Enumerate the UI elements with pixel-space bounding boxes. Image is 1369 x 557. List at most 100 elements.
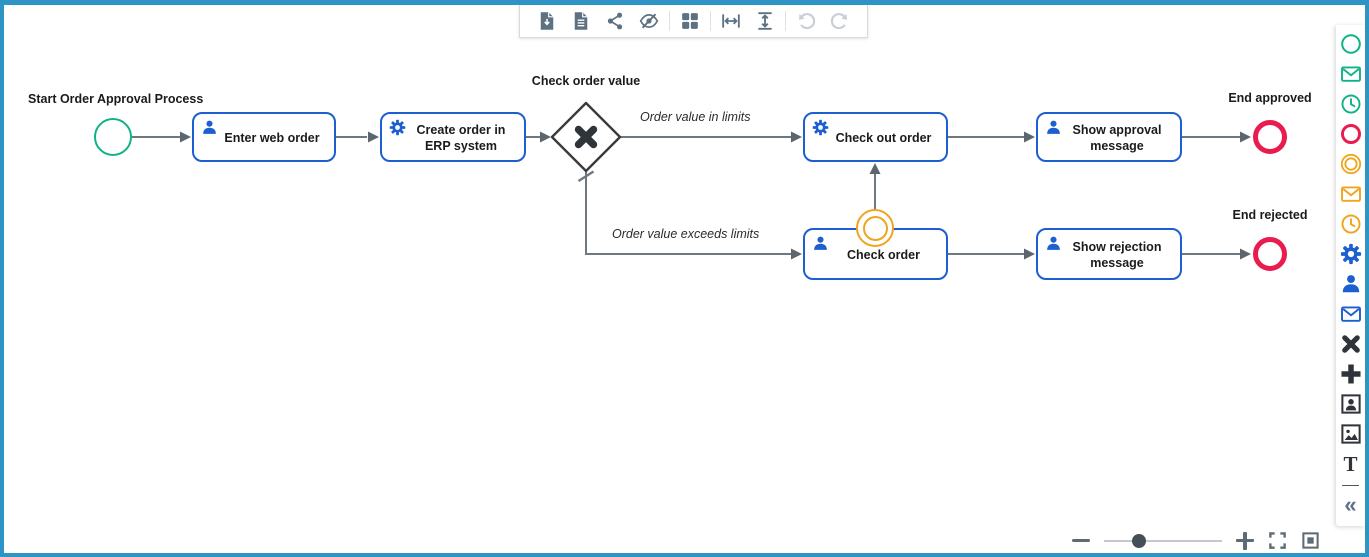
collapse-chevrons-icon: «: [1344, 492, 1357, 517]
palette-start-event[interactable]: [1340, 33, 1362, 55]
service-task-icon: [389, 119, 406, 136]
document-icon: [571, 11, 591, 31]
plus-icon: [1236, 531, 1254, 550]
collapse-palette-button[interactable]: «: [1340, 492, 1362, 518]
file-download-icon: [537, 11, 557, 31]
fit-width-icon: [721, 11, 741, 31]
boundary-intermediate-event[interactable]: [856, 209, 894, 247]
fullscreen-icon: [1268, 531, 1287, 550]
timer-icon: [1340, 213, 1362, 235]
message-icon: [1340, 63, 1362, 85]
task-create-order-erp[interactable]: Create order in ERP system: [380, 112, 526, 162]
start-event[interactable]: [94, 118, 132, 156]
flow-label-exceeds-limits: Order value exceeds limits: [612, 227, 760, 241]
eye-off-icon: [639, 11, 659, 31]
x-marker-icon: [574, 125, 598, 149]
palette-text-annotation[interactable]: T: [1340, 453, 1362, 475]
task-label: Show rejection message: [1072, 239, 1162, 270]
x-gateway-icon: [1340, 333, 1362, 355]
palette-message-intermediate-event[interactable]: [1340, 183, 1362, 205]
start-event-icon: [1340, 33, 1362, 55]
fit-width-button[interactable]: [714, 6, 748, 36]
zoom-out-button[interactable]: [1072, 538, 1090, 543]
palette-end-event[interactable]: [1340, 123, 1362, 145]
task-enter-web-order[interactable]: Enter web order: [192, 112, 336, 162]
toolbar-separator: [669, 11, 670, 31]
end-event-icon: [1340, 123, 1362, 145]
hide-elements-button[interactable]: [632, 6, 666, 36]
palette-divider: [1342, 485, 1359, 486]
shape-palette: T «: [1336, 25, 1365, 526]
task-label: Create order in ERP system: [416, 122, 506, 153]
flow-gateway-to-check-order-default[interactable]: [577, 170, 792, 255]
task-show-rejection-message[interactable]: Show rejection message: [1036, 228, 1182, 280]
timer-icon: [1340, 93, 1362, 115]
document-button[interactable]: [564, 6, 598, 36]
intermediate-event-icon: [1340, 153, 1362, 175]
grid-button[interactable]: [673, 6, 707, 36]
palette-parallel-gateway[interactable]: [1340, 363, 1362, 385]
palette-message-start-event[interactable]: [1340, 63, 1362, 85]
zoom-controls: [1072, 531, 1320, 550]
palette-intermediate-event[interactable]: [1340, 153, 1362, 175]
task-show-approval-message[interactable]: Show approval message: [1036, 112, 1182, 162]
envelope-icon: [1340, 303, 1362, 325]
zoom-slider-handle[interactable]: [1132, 533, 1147, 548]
plus-gateway-icon: [1340, 363, 1362, 385]
task-label: Check out order: [835, 130, 932, 145]
redo-icon: [830, 11, 850, 31]
undo-icon: [796, 11, 816, 31]
toolbar-separator: [710, 11, 711, 31]
palette-service-task[interactable]: [1340, 243, 1362, 265]
palette-picture[interactable]: [1340, 423, 1362, 445]
end-approved-label: End approved: [1228, 91, 1312, 105]
exclusive-gateway-check-order-value[interactable]: [550, 101, 622, 173]
task-label: Check order: [847, 247, 920, 262]
end-rejected-label: End rejected: [1232, 208, 1308, 222]
message-icon: [1340, 183, 1362, 205]
service-task-icon: [812, 119, 829, 136]
boundary-event-inner-ring: [862, 215, 888, 241]
zoom-slider[interactable]: [1104, 533, 1222, 548]
start-event-label: Start Order Approval Process: [28, 92, 204, 106]
user-task-icon: [812, 235, 829, 252]
top-toolbar: [519, 5, 868, 38]
user-task-icon: [1045, 119, 1062, 136]
user-task-icon: [201, 119, 218, 136]
fit-viewport-icon: [1301, 531, 1320, 550]
fit-viewport-button[interactable]: [1301, 531, 1320, 550]
fit-height-icon: [755, 11, 775, 31]
text-annotation-icon: T: [1343, 451, 1358, 476]
fullscreen-button[interactable]: [1268, 531, 1287, 550]
picture-icon: [1340, 423, 1362, 445]
fit-height-button[interactable]: [748, 6, 782, 36]
undo-button[interactable]: [789, 6, 823, 36]
minus-icon: [1072, 538, 1090, 543]
share-icon: [605, 11, 625, 31]
palette-exclusive-gateway[interactable]: [1340, 333, 1362, 355]
task-label: Show approval message: [1072, 122, 1162, 153]
task-check-out-order[interactable]: Check out order: [803, 112, 948, 162]
palette-send-task[interactable]: [1340, 303, 1362, 325]
end-event-rejected[interactable]: [1253, 237, 1287, 271]
toolbar-separator: [785, 11, 786, 31]
flow-label-in-limits: Order value in limits: [640, 110, 751, 124]
share-button[interactable]: [598, 6, 632, 36]
task-label: Enter web order: [224, 130, 320, 145]
user-task-icon: [1045, 235, 1062, 252]
zoom-in-button[interactable]: [1236, 531, 1254, 550]
palette-timer-intermediate-event[interactable]: [1340, 213, 1362, 235]
portrait-icon: [1340, 393, 1362, 415]
gateway-label: Check order value: [531, 74, 641, 88]
palette-timer-start-event[interactable]: [1340, 93, 1362, 115]
redo-button[interactable]: [823, 6, 857, 36]
arrowheads: [180, 131, 1251, 260]
export-file-button[interactable]: [530, 6, 564, 36]
end-event-approved[interactable]: [1253, 120, 1287, 154]
gear-icon: [1340, 243, 1362, 265]
palette-user-picture[interactable]: [1340, 393, 1362, 415]
user-icon: [1340, 273, 1362, 295]
palette-user-task[interactable]: [1340, 273, 1362, 295]
